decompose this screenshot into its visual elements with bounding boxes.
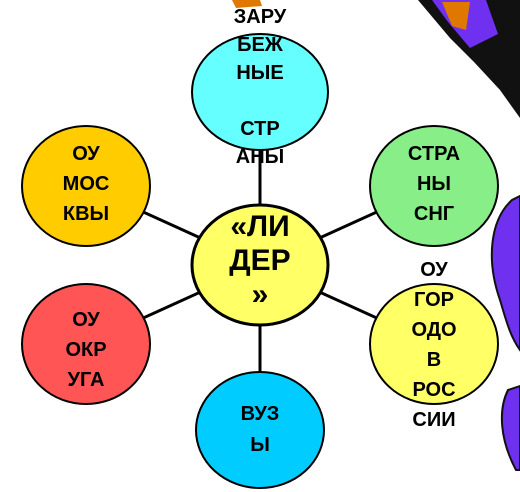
russia-cities-label-line: ОУ xyxy=(420,259,448,281)
center-label-line: «ЛИ xyxy=(230,210,289,243)
node-russia-cities-label: ОУ ГОР ОДО В РОС СИИ xyxy=(411,259,456,431)
node-district: ОУ ОКР УГА xyxy=(21,283,151,405)
decor-top-right-shape xyxy=(418,0,520,118)
node-universities-label: ВУЗ Ы xyxy=(241,403,280,456)
node-russia-cities: ОУ ГОР ОДО В РОС СИИ xyxy=(369,259,499,431)
russia-cities-label-line: СИИ xyxy=(412,409,455,431)
district-label-line: УГА xyxy=(68,369,105,391)
universities-label-line: ВУЗ xyxy=(241,403,280,425)
center-label-line: » xyxy=(252,278,269,311)
node-russia-cities-bubble xyxy=(369,283,499,405)
district-label-line: ОУ xyxy=(72,309,100,331)
abroad-label-line: ЗАРУ xyxy=(234,6,287,28)
russia-cities-label-line: РОС xyxy=(412,379,455,401)
node-moscow: ОУ МОС КВЫ xyxy=(21,125,151,247)
district-label-line: ОКР xyxy=(65,339,106,361)
node-district-label: ОУ ОКР УГА xyxy=(65,309,106,391)
node-cis-bubble xyxy=(369,125,499,247)
node-center-bubble xyxy=(190,203,330,327)
node-abroad-label: ЗАРУ БЕЖ НЫЕ СТР АНЫ xyxy=(234,6,287,168)
node-universities: ВУЗ Ы xyxy=(195,371,325,489)
node-moscow-label: ОУ МОС КВЫ xyxy=(63,143,110,225)
russia-cities-label-line: ГОР xyxy=(414,289,454,311)
decor-right-ribbon xyxy=(490,194,520,471)
moscow-label-line: ОУ xyxy=(72,143,100,165)
abroad-label-line: НЫЕ xyxy=(236,62,283,84)
cis-label-line: НЫ xyxy=(417,173,451,195)
node-universities-bubble xyxy=(195,371,325,489)
abroad-label-line: СТР xyxy=(240,118,280,140)
node-district-bubble xyxy=(21,283,151,405)
node-moscow-bubble xyxy=(21,125,151,247)
abroad-label-line: АНЫ xyxy=(236,146,284,168)
russia-cities-label-line: ОДО xyxy=(411,319,456,341)
node-abroad-bubble xyxy=(191,33,329,151)
decor-top-left-blob xyxy=(232,0,262,8)
center-label-line: ДЕР xyxy=(229,244,290,277)
node-cis: СТРА НЫ СНГ xyxy=(369,125,499,247)
moscow-label-line: КВЫ xyxy=(63,203,109,225)
cis-label-line: СТРА xyxy=(408,143,460,165)
abroad-label-line: БЕЖ xyxy=(237,34,284,56)
node-cis-label: СТРА НЫ СНГ xyxy=(408,143,460,225)
russia-cities-label-line: В xyxy=(427,349,441,371)
node-abroad: ЗАРУ БЕЖ НЫЕ СТР АНЫ xyxy=(191,6,329,168)
universities-label-line: Ы xyxy=(250,434,270,456)
moscow-label-line: МОС xyxy=(63,173,110,195)
cis-label-line: СНГ xyxy=(414,203,454,225)
